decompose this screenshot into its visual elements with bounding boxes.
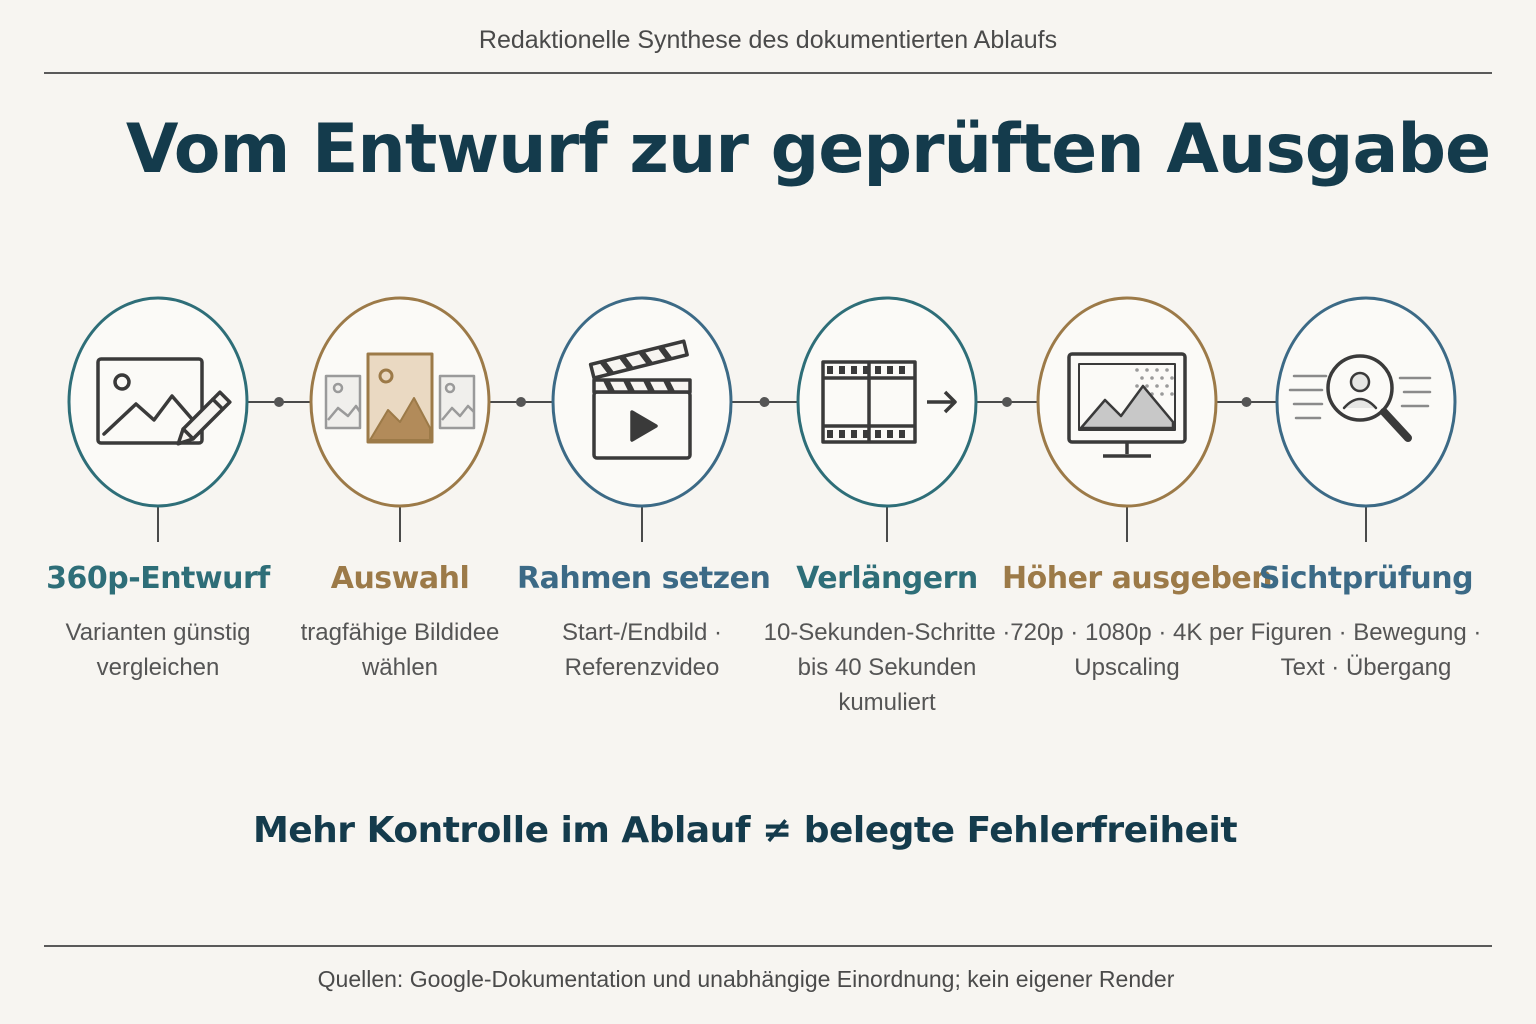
page-title: Vom Entwurf zur geprüften Ausgabe	[125, 110, 1491, 189]
step-label: Rahmen setzen	[517, 561, 771, 596]
step-label: Höher ausgeben	[1002, 561, 1273, 596]
step-description: 10-Sekunden-Schritte · bis 40 Sekunden k…	[763, 619, 1011, 716]
step-2-node	[309, 296, 491, 508]
connector-dot	[759, 397, 770, 407]
step-5-circle	[1036, 296, 1218, 508]
film-strip-extend-icon	[821, 360, 957, 444]
step-4-circle	[796, 296, 978, 508]
step-description: Figuren · Bewegung · Text · Übergang	[1250, 619, 1482, 681]
top-divider	[44, 72, 1492, 74]
step-label: Verlängern	[796, 561, 978, 596]
step-5-text: Höher ausgeben 720p · 1080p · 4K per Upsc…	[1002, 555, 1273, 685]
connector-dot	[274, 397, 284, 407]
step-3-node	[551, 296, 733, 508]
bottom-divider	[44, 945, 1492, 947]
step-4-text: Verlängern 10-Sekunden-Schritte · bis 40 …	[762, 555, 1012, 720]
step-description: Start-/Endbild · Referenzvideo	[561, 619, 723, 681]
connectors	[157, 397, 1367, 542]
clapperboard-icon	[588, 339, 692, 460]
step-label: Auswahl	[330, 561, 470, 596]
connector-dot	[1002, 397, 1012, 407]
step-description: 720p · 1080p · 4K per Upscaling	[1010, 619, 1244, 681]
step-1-node	[67, 296, 249, 508]
step-2-text: Auswahl tragfähige Bildidee wählen	[275, 555, 525, 685]
takeaway-statement: Mehr Kontrolle im Ablauf ≠ belegte Fehle…	[252, 810, 1238, 851]
image-selection-icon	[324, 352, 476, 444]
connector-dot	[1241, 397, 1252, 407]
sources-note: Quellen: Google-Dokumentation und unabhä…	[317, 966, 1175, 992]
monitor-upscale-icon	[1067, 352, 1187, 458]
kicker-text: Redaktionelle Synthese des dokumentierte…	[478, 26, 1058, 54]
step-4-node	[796, 296, 978, 508]
step-label: 360p-Entwurf	[46, 561, 270, 596]
step-label: Sichtprüfung	[1258, 561, 1474, 596]
step-description: tragfähige Bildidee wählen	[300, 619, 500, 681]
connector-dot	[516, 397, 526, 407]
step-1-circle	[67, 296, 249, 508]
image-edit-icon	[96, 357, 232, 446]
step-6-node	[1275, 296, 1457, 508]
magnifier-person-icon	[1288, 354, 1432, 442]
step-description: Varianten günstig vergleichen	[65, 619, 251, 681]
step-5-node	[1036, 296, 1218, 508]
step-3-circle	[551, 296, 733, 508]
